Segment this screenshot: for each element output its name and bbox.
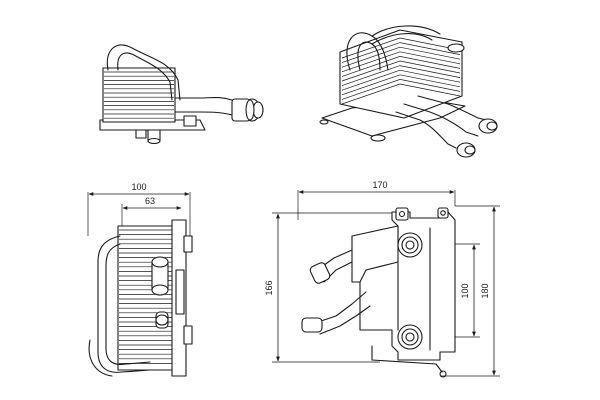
dim-side-inner-width: 63 — [145, 196, 155, 206]
cooler-fin-line — [341, 69, 461, 91]
cooler-fin-line — [341, 79, 461, 100]
cooler-fin-line — [341, 51, 461, 73]
cooler-fin-line — [341, 42, 461, 63]
side-elevation-view — [99, 44, 264, 145]
dim-front-total-width: 170 — [372, 180, 387, 190]
cooler-fin-line — [341, 83, 461, 105]
cooler-fin-line — [341, 46, 461, 68]
dim-front-total-height: 166 — [264, 280, 274, 295]
dim-front-overall-height: 180 — [480, 283, 490, 298]
dim-side-total-width: 100 — [131, 182, 146, 192]
dim-front-mount-spacing: 100 — [460, 283, 470, 298]
cooler-fin-line — [341, 65, 461, 86]
cooler-fin-line — [341, 56, 461, 77]
isometric-view — [319, 25, 498, 158]
side-view-dimensioned: 100 63 — [87, 182, 193, 377]
cooler-fin-line — [341, 74, 461, 96]
cooler-fin-line — [341, 37, 461, 59]
cooler-fin-line — [341, 60, 461, 82]
front-view-dimensioned: 170 166 100 180 — [264, 180, 500, 378]
